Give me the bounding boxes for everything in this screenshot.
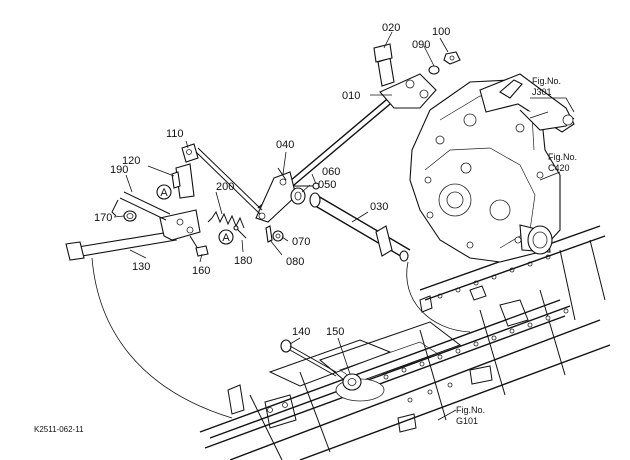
svg-text:Fig.No.: Fig.No. xyxy=(532,76,561,86)
rod-010 xyxy=(257,43,437,213)
svg-text:J301: J301 xyxy=(532,87,552,97)
spring-200 xyxy=(207,210,245,229)
marker-a-upper: A xyxy=(156,184,172,200)
label-120: 120 xyxy=(122,155,140,167)
pin-180 xyxy=(233,225,247,239)
bearing-150 xyxy=(342,373,362,391)
label-030: 030 xyxy=(370,201,388,213)
label-160: 160 xyxy=(192,265,210,277)
label-010: 010 xyxy=(342,90,360,102)
fig-ref-g101: Fig.No. G101 xyxy=(456,405,485,426)
label-200: 200 xyxy=(216,181,234,193)
bracket-120 xyxy=(171,163,195,199)
label-050: 050 xyxy=(318,179,336,191)
label-080: 080 xyxy=(286,256,304,268)
label-040: 040 xyxy=(276,139,294,151)
label-020: 020 xyxy=(382,22,400,34)
fig-ref-c420: Fig.No. C420 xyxy=(548,152,577,173)
pedal-arm-130 xyxy=(65,209,201,261)
label-110: 110 xyxy=(166,128,184,140)
marker-a-lower: A xyxy=(218,229,234,245)
drawing-code: K2511-062-11 xyxy=(34,425,84,434)
shaft-030 xyxy=(309,192,411,262)
washer-090 xyxy=(428,65,440,75)
label-070: 070 xyxy=(292,236,310,248)
svg-text:A: A xyxy=(160,187,168,199)
nut-100 xyxy=(443,51,461,65)
label-060: 060 xyxy=(322,166,340,178)
svg-text:G101: G101 xyxy=(456,416,478,426)
svg-text:A: A xyxy=(222,232,230,244)
fig-ref-j301: Fig.No. J301 xyxy=(530,76,575,113)
label-170: 170 xyxy=(94,212,112,224)
bushing-050 xyxy=(290,187,306,205)
link-curve-right xyxy=(406,261,471,333)
washer-070 xyxy=(272,230,284,242)
svg-text:Fig.No.: Fig.No. xyxy=(456,405,485,415)
label-100: 100 xyxy=(432,26,450,38)
label-130: 130 xyxy=(132,261,150,273)
collar-170 xyxy=(123,210,137,222)
link-curve-left xyxy=(91,257,233,419)
label-090: 090 xyxy=(412,39,430,51)
svg-text:Fig.No.: Fig.No. xyxy=(548,152,577,162)
cotter-pin-080 xyxy=(265,225,273,243)
rod-190 xyxy=(111,191,171,221)
link-110 xyxy=(181,143,263,215)
svg-text:C420: C420 xyxy=(548,163,570,173)
bolt-160 xyxy=(189,235,209,257)
transmission-housing xyxy=(409,73,575,263)
label-180: 180 xyxy=(234,255,252,267)
bolt-140 xyxy=(280,339,337,377)
lever-040 xyxy=(255,167,297,223)
leader-lines xyxy=(113,31,561,421)
label-190: 190 xyxy=(110,164,128,176)
label-150: 150 xyxy=(326,326,344,338)
label-140: 140 xyxy=(292,326,310,338)
part-labels: 010 020 030 040 050 060 070 080 090 100 … xyxy=(94,22,450,338)
